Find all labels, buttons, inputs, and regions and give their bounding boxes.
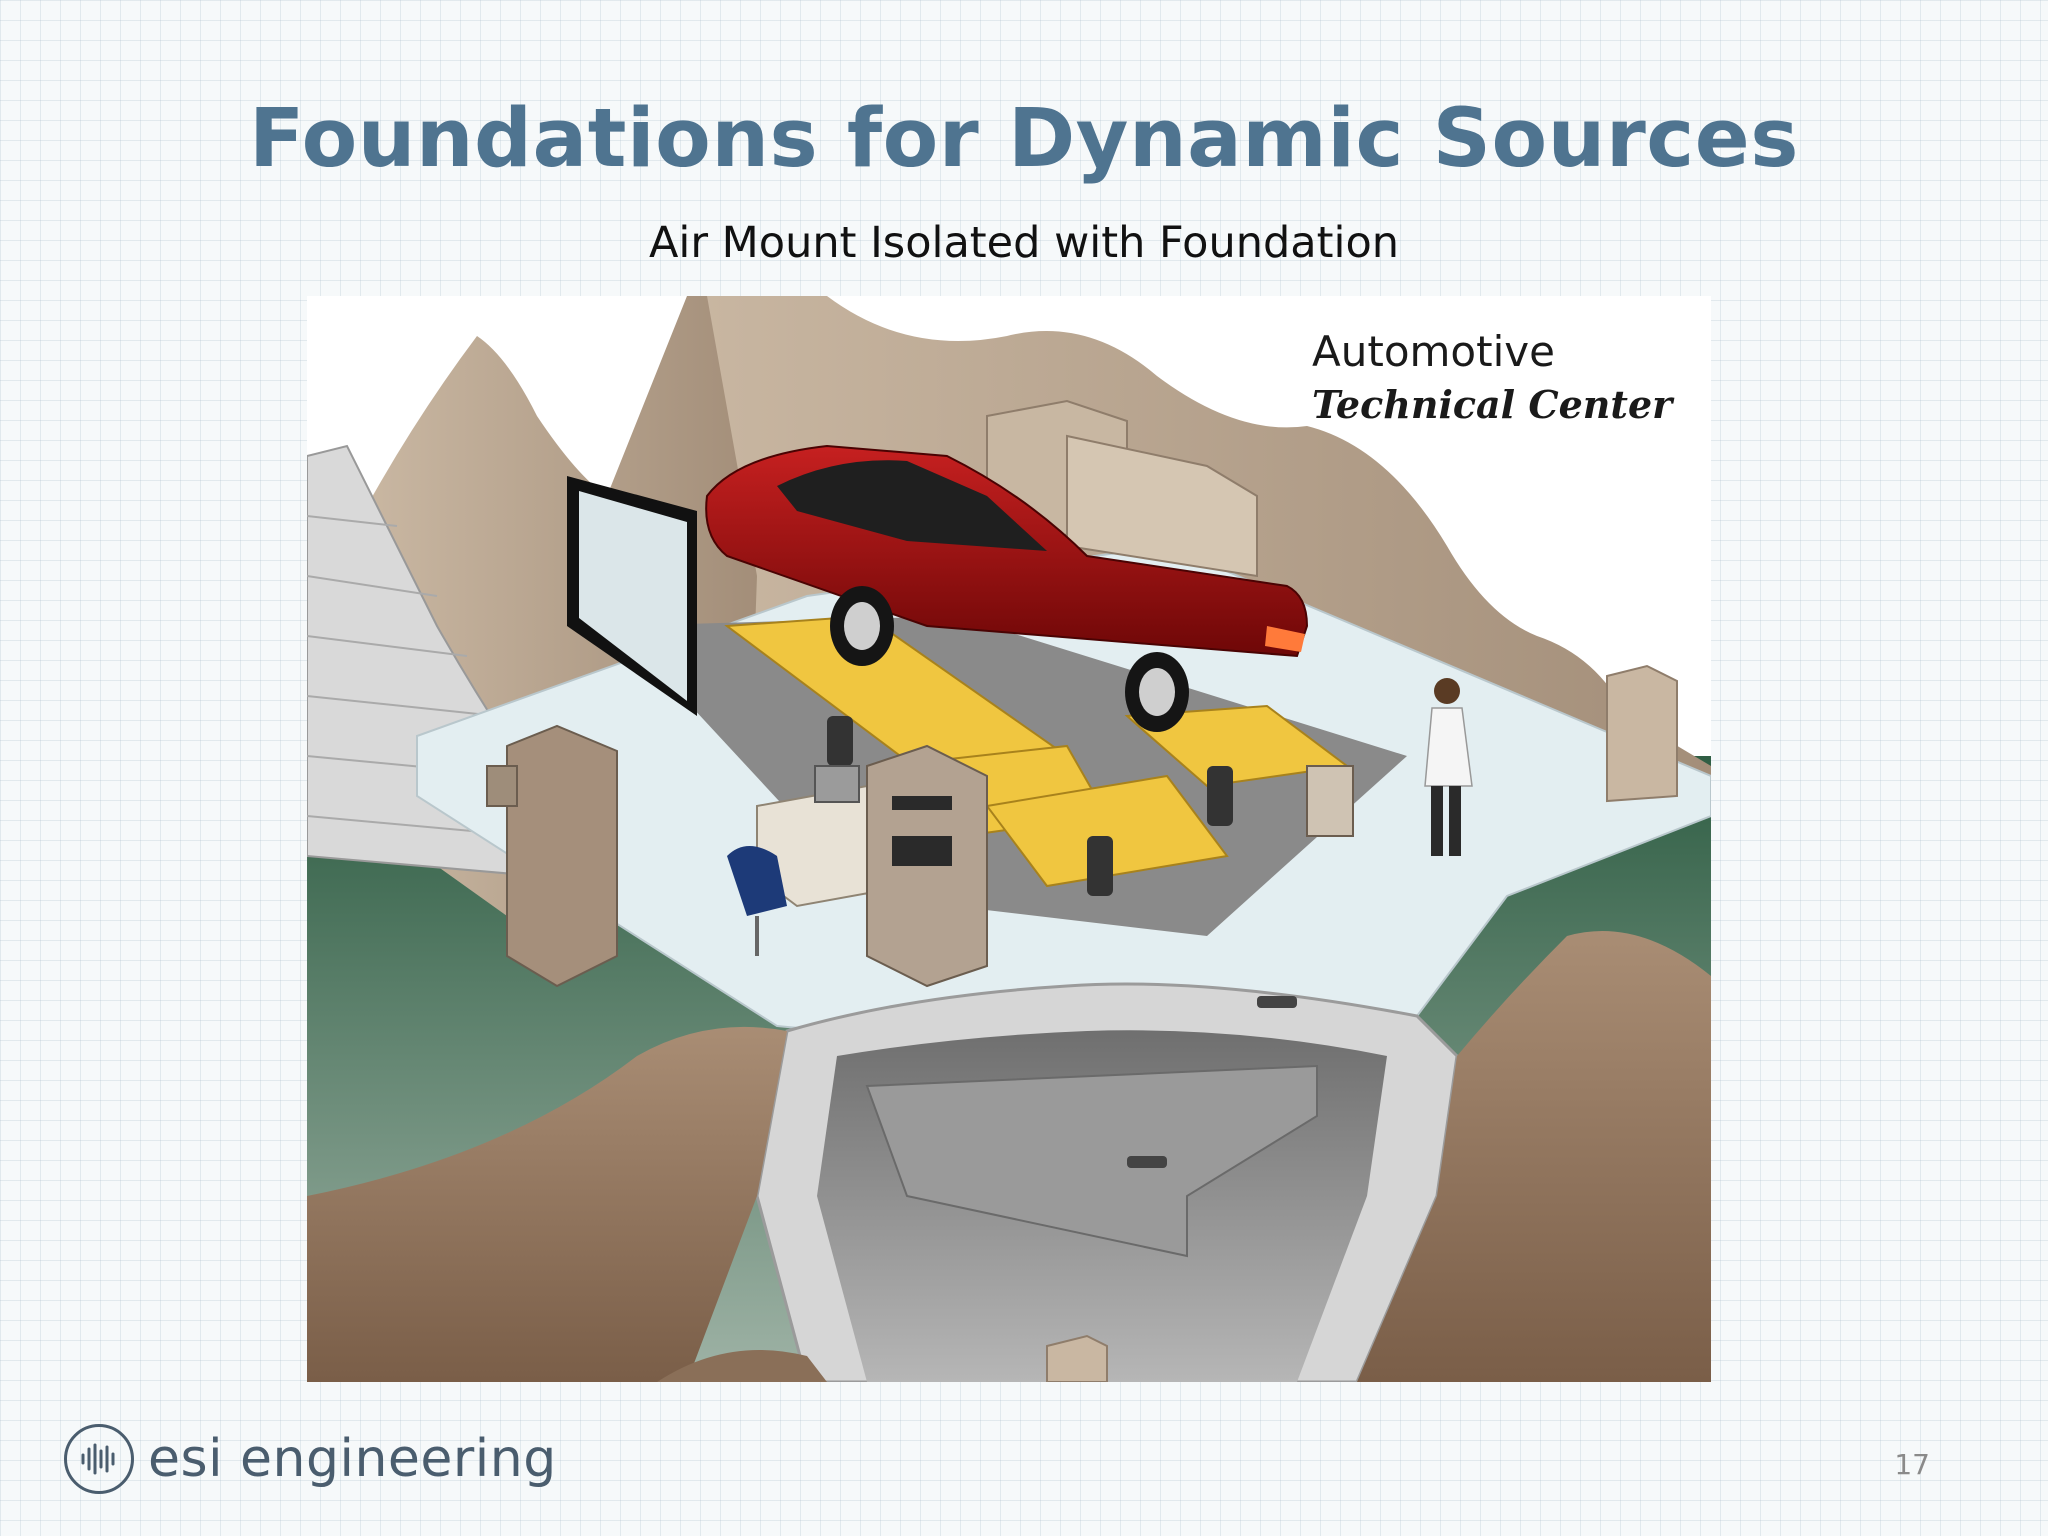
page-number: 17 (1894, 1448, 1930, 1481)
technician-figure (1424, 678, 1473, 856)
wall-pillar (1606, 664, 1678, 803)
earth-right (1357, 931, 1711, 1382)
window-glass (579, 491, 687, 701)
sound-wave-circle-icon (64, 1424, 134, 1494)
back-equipment-rack (1066, 434, 1258, 578)
caption-automotive: Automotive (1312, 327, 1555, 376)
inertia-block (865, 1064, 1318, 1258)
caption-technical-center: Technical Center (1312, 382, 1673, 427)
illustration-caption: Automotive Technical Center (1312, 327, 1672, 427)
foundation-mounts (1127, 996, 1297, 1168)
slide-subtitle: Air Mount Isolated with Foundation (648, 218, 1400, 268)
bottom-pillar (1046, 1334, 1108, 1382)
measurement-device (1306, 765, 1354, 837)
earth-bottom (657, 1349, 827, 1382)
automotive-facility-illustration: Automotive Technical Center (307, 296, 1711, 1382)
company-logo: esi engineering (64, 1421, 557, 1497)
control-station (727, 744, 988, 988)
left-cabinet (506, 724, 618, 988)
slide-title: Foundations for Dynamic Sources (249, 92, 1799, 186)
earth-left (307, 1026, 787, 1382)
small-equipment-box (486, 765, 518, 807)
car-illustration (705, 444, 1309, 732)
logo-text: esi engineering (148, 1429, 557, 1489)
